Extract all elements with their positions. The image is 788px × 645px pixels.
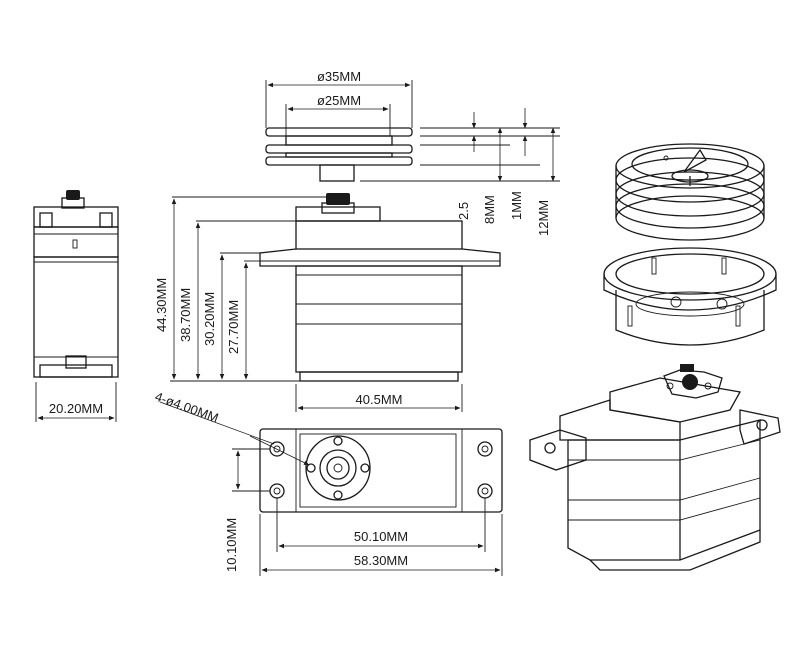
diameter-25-dimension: ø25MM	[287, 93, 389, 112]
height-8-label: 8MM	[482, 195, 497, 224]
height-38-70-label: 38.70MM	[178, 288, 193, 342]
holes-label: 4-ø4.00MM	[153, 389, 221, 426]
height-10-10-label: 10.10MM	[224, 518, 239, 572]
height-44-30-label: 44.30MM	[154, 278, 169, 332]
servo-top-view: 4-ø4.00MM 10.10MM 50.10MM 58.30MM	[153, 389, 503, 576]
height-27-70-label: 27.70MM	[226, 300, 241, 354]
pulley-height-dimensions: 2.5 8MM 1MM 12MM	[360, 108, 560, 236]
horn-cup-3d-illustration	[603, 247, 777, 346]
width-50-10-label: 50.10MM	[354, 529, 408, 544]
width-58-30-label: 58.30MM	[354, 553, 408, 568]
diameter-35-dimension: ø35MM	[267, 69, 411, 88]
width-20-20-label: 20.20MM	[49, 401, 103, 416]
pulley-3d-illustration	[615, 143, 765, 241]
height-1-label: 1MM	[509, 191, 524, 220]
height-2-5-label: 2.5	[456, 202, 471, 220]
servo-end-view: 20.20MM	[33, 190, 119, 422]
servo-3d-illustration	[529, 364, 781, 571]
height-30-20-label: 30.20MM	[202, 292, 217, 346]
pulley-side-view	[265, 80, 413, 182]
height-12-label: 12MM	[536, 200, 551, 236]
diameter-25-label: ø25MM	[317, 93, 361, 108]
servo-side-view: 44.30MM 38.70MM 30.20MM 27.70MM 40.5MM	[154, 193, 501, 412]
width-40-5-label: 40.5MM	[356, 392, 403, 407]
diameter-35-label: ø35MM	[317, 69, 361, 84]
